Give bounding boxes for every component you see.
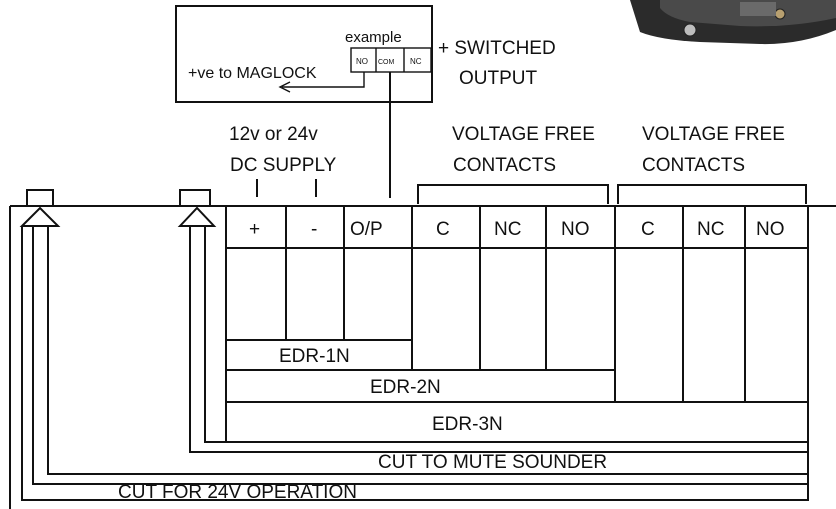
terminal-minus: - — [311, 219, 317, 240]
cut-mute-arrow — [177, 206, 808, 453]
terminal-c-2: C — [641, 219, 655, 240]
contacts2-line1: VOLTAGE FREE — [642, 124, 785, 145]
relay-terminal-nc: NC — [410, 57, 422, 66]
model-edr3n: EDR-3N — [432, 414, 503, 435]
maglock-wire-arrow — [282, 72, 365, 88]
contacts1-line2: CONTACTS — [453, 155, 556, 176]
maglock-label: +ve to MAGLOCK — [188, 65, 317, 82]
jumper-tab-mute — [179, 189, 211, 207]
terminal-plus: + — [249, 219, 260, 240]
contacts2-bracket — [617, 184, 807, 204]
contacts1-line1: VOLTAGE FREE — [452, 124, 595, 145]
model-edr2n: EDR-2N — [370, 377, 441, 398]
cut-24v-label: CUT FOR 24V OPERATION — [118, 482, 357, 503]
relay-terminal-no: NO — [356, 57, 368, 66]
terminal-c-1: C — [436, 219, 450, 240]
jumper-tab-24v — [26, 189, 54, 207]
switched-output-line1: + SWITCHED — [438, 38, 556, 59]
switched-output-line2: OUTPUT — [459, 68, 538, 89]
board-bottom-outline — [21, 226, 809, 501]
terminal-no-2: NO — [756, 219, 785, 240]
cut-mute-label: CUT TO MUTE SOUNDER — [378, 452, 607, 473]
contacts1-bracket — [417, 184, 609, 204]
product-photo-fragment — [630, 0, 836, 45]
example-box: example NO COM NC +ve to MAGLOCK — [175, 5, 433, 103]
example-title: example — [345, 29, 402, 46]
terminal-output: O/P — [350, 219, 383, 240]
relay-terminal-block: NO COM NC — [350, 47, 432, 73]
contacts2-line2: CONTACTS — [642, 155, 745, 176]
terminal-nc-1: NC — [494, 219, 521, 240]
terminal-no-1: NO — [561, 219, 590, 240]
supply-label-line2: DC SUPPLY — [230, 155, 337, 176]
terminal-nc-2: NC — [697, 219, 724, 240]
relay-terminal-com: COM — [378, 59, 395, 66]
cut-24v-arrow — [19, 206, 809, 485]
model-edr1n: EDR-1N — [279, 346, 350, 367]
supply-label-line1: 12v or 24v — [229, 124, 318, 145]
